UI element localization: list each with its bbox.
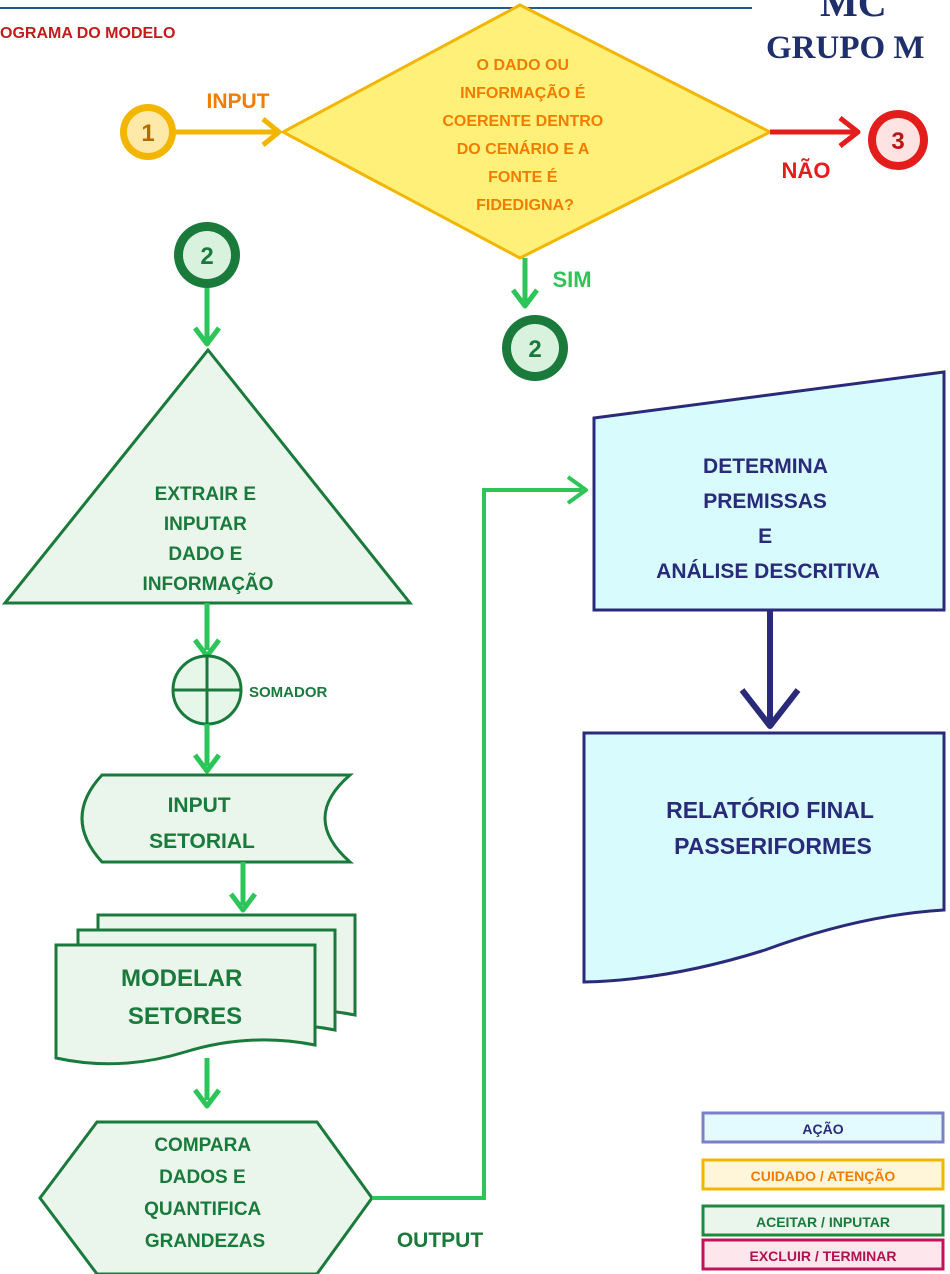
compare-hexagon	[38, 1120, 374, 1274]
flow-arrowhead-5	[193, 1088, 221, 1109]
connector-2-top: 2	[174, 222, 240, 288]
extract-triangle	[1, 347, 414, 605]
flow-arrowhead-4	[229, 892, 257, 913]
summer-label: SOMADOR	[249, 684, 328, 701]
svg-text:1: 1	[141, 120, 154, 147]
legend-label-accept: ACEITAR / INPUTAR	[756, 1214, 890, 1230]
model-sectors-text: MODELAR SETORES	[121, 965, 249, 1030]
summer-junction	[171, 654, 243, 726]
flow-arrowhead-1	[193, 326, 221, 347]
premises-text: DETERMINA PREMISSAS E ANÁLISE DESCRITIVA	[656, 455, 880, 583]
svg-text:3: 3	[891, 128, 904, 155]
page-title: OGRAMA DO MODELO	[0, 25, 175, 42]
legend-item-caution	[701, 1158, 945, 1191]
legend-item-action	[701, 1111, 945, 1144]
connector-1: 1	[120, 104, 176, 160]
premises-shape	[592, 370, 946, 612]
logo-mark: MC	[820, 0, 887, 25]
decision-diamond	[279, 3, 774, 260]
svg-text:2: 2	[200, 243, 213, 270]
report-text: RELATÓRIO FINAL PASSERIFORMES	[666, 796, 880, 859]
output-label: OUTPUT	[397, 1229, 484, 1252]
premises-to-report-arrowhead	[739, 688, 801, 729]
compare-text: COMPARA DADOS E QUANTIFICA GRANDEZAS	[144, 1135, 266, 1252]
legend-label-action: AÇÃO	[802, 1120, 843, 1137]
output-arrowhead	[566, 475, 588, 505]
legend-item-exclude	[701, 1238, 945, 1271]
no-label: NÃO	[782, 158, 831, 183]
svg-text:2: 2	[528, 336, 541, 363]
legend-item-accept	[701, 1204, 945, 1237]
yes-label: SIM	[552, 267, 591, 292]
logo-text: GRUPO M	[766, 30, 925, 66]
legend-label-exclude: EXCLUIR / TERMINAR	[750, 1248, 897, 1264]
output-connector	[372, 488, 582, 1200]
sector-input-text: INPUT SETORIAL	[149, 794, 255, 853]
legend: AÇÃO CUIDADO / ATENÇÃO ACEITAR / INPUTAR…	[701, 1111, 945, 1271]
connector-3: 3	[868, 110, 928, 170]
report-document	[582, 731, 946, 984]
connector-2-bottom: 2	[502, 315, 568, 381]
input-label: INPUT	[207, 90, 270, 113]
input-arrowhead	[261, 117, 282, 147]
yes-arrowhead	[511, 288, 539, 309]
decision-text: O DADO OU INFORMAÇÃO É COERENTE DENTRO D…	[442, 57, 607, 214]
legend-label-caution: CUIDADO / ATENÇÃO	[751, 1167, 896, 1184]
model-sectors-multidoc	[54, 913, 357, 1066]
sector-input-shape	[80, 773, 355, 864]
extract-text: EXTRAIR E INPUTAR DADO E INFORMAÇÃO	[143, 484, 274, 595]
no-arrowhead	[838, 116, 861, 148]
flow-arrowhead-3	[193, 753, 221, 774]
